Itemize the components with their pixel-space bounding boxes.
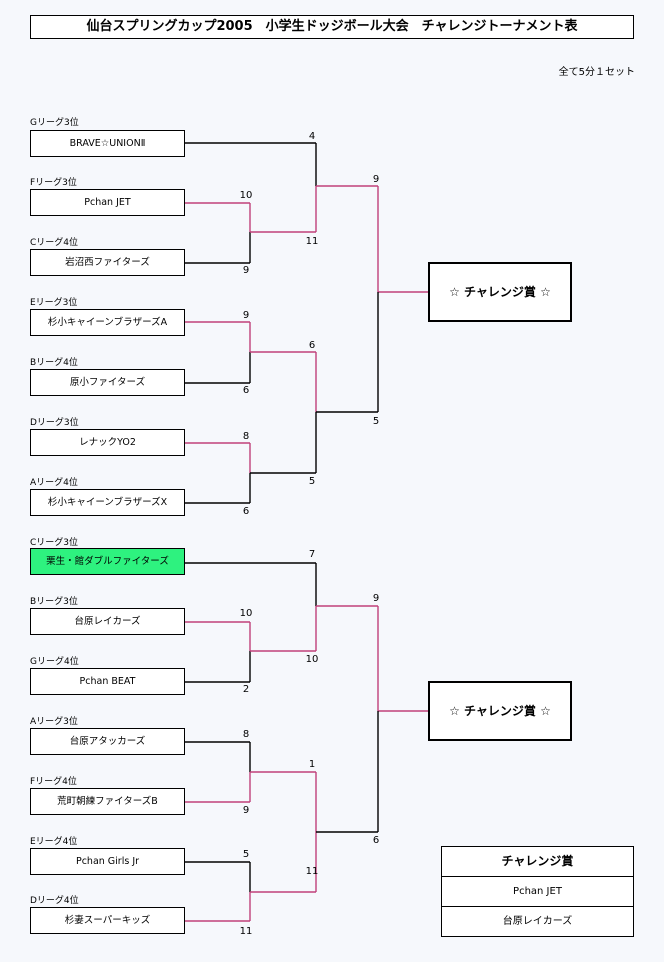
team-box: レナックYO2 xyxy=(30,429,185,456)
score: 10 xyxy=(239,608,253,619)
score: 9 xyxy=(372,593,380,604)
league-label: Dリーグ4位 xyxy=(30,896,79,906)
team-box: 杉妻スーパーキッズ xyxy=(30,907,185,934)
challenge-prize-box-top: ☆ チャレンジ賞 ☆ xyxy=(428,262,572,322)
league-label: Gリーグ3位 xyxy=(30,118,79,128)
challenge-prize-box-bottom: ☆ チャレンジ賞 ☆ xyxy=(428,681,572,741)
score: 10 xyxy=(305,654,319,665)
score: 6 xyxy=(372,835,380,846)
score: 6 xyxy=(242,385,250,396)
score: 9 xyxy=(242,310,250,321)
team-box-highlighted: 栗生・館ダブルファイターズ xyxy=(30,548,185,575)
team-box: 原小ファイターズ xyxy=(30,369,185,396)
team-box: Pchan Girls Jr xyxy=(30,848,185,875)
score: 5 xyxy=(242,849,250,860)
league-label: Aリーグ3位 xyxy=(30,717,78,727)
league-label: Dリーグ3位 xyxy=(30,418,79,428)
score: 2 xyxy=(242,684,250,695)
score: 10 xyxy=(239,190,253,201)
score: 1 xyxy=(308,759,316,770)
prize-winners-table: チャレンジ賞 Pchan JET 台原レイカーズ xyxy=(441,846,634,937)
team-box: BRAVE☆UNIONⅡ xyxy=(30,130,185,157)
league-label: Aリーグ4位 xyxy=(30,478,78,488)
prize-winner: Pchan JET xyxy=(442,877,633,907)
team-box: 岩沼西ファイターズ xyxy=(30,249,185,276)
score: 8 xyxy=(242,431,250,442)
team-box: 台原アタッカーズ xyxy=(30,728,185,755)
score: 4 xyxy=(308,131,316,142)
prize-winner: 台原レイカーズ xyxy=(502,916,573,927)
score: 9 xyxy=(372,174,380,185)
league-label: Cリーグ4位 xyxy=(30,238,79,248)
score: 5 xyxy=(372,416,380,427)
score: 9 xyxy=(242,265,250,276)
league-label: Bリーグ4位 xyxy=(30,358,78,368)
score: 11 xyxy=(305,866,319,877)
prize-winners-header: チャレンジ賞 xyxy=(442,847,633,877)
score: 6 xyxy=(242,506,250,517)
score: 11 xyxy=(239,926,253,937)
score: 6 xyxy=(308,340,316,351)
score: 8 xyxy=(242,729,250,740)
league-label: Eリーグ4位 xyxy=(30,837,78,847)
score: 11 xyxy=(305,236,319,247)
score: 5 xyxy=(308,476,316,487)
score: 9 xyxy=(242,805,250,816)
team-box: Pchan BEAT xyxy=(30,668,185,695)
team-box: 杉小キャイーンブラザーズX xyxy=(30,489,185,516)
score: 7 xyxy=(308,549,316,560)
team-box: Pchan JET xyxy=(30,189,185,216)
team-box: 荒町朝練ファイターズB xyxy=(30,788,185,815)
league-label: Gリーグ4位 xyxy=(30,657,79,667)
team-box: 杉小キャイーンブラザーズA xyxy=(30,309,185,336)
match-rule-note: 全て5分１セット xyxy=(558,67,635,78)
league-label: Fリーグ4位 xyxy=(30,777,77,787)
league-label: Cリーグ3位 xyxy=(30,538,79,548)
team-box: 台原レイカーズ xyxy=(30,608,185,635)
page-title: 仙台スプリングカップ2005 小学生ドッジボール大会 チャレンジトーナメント表 xyxy=(30,15,634,39)
league-label: Eリーグ3位 xyxy=(30,298,78,308)
league-label: Bリーグ3位 xyxy=(30,597,78,607)
league-label: Fリーグ3位 xyxy=(30,178,77,188)
